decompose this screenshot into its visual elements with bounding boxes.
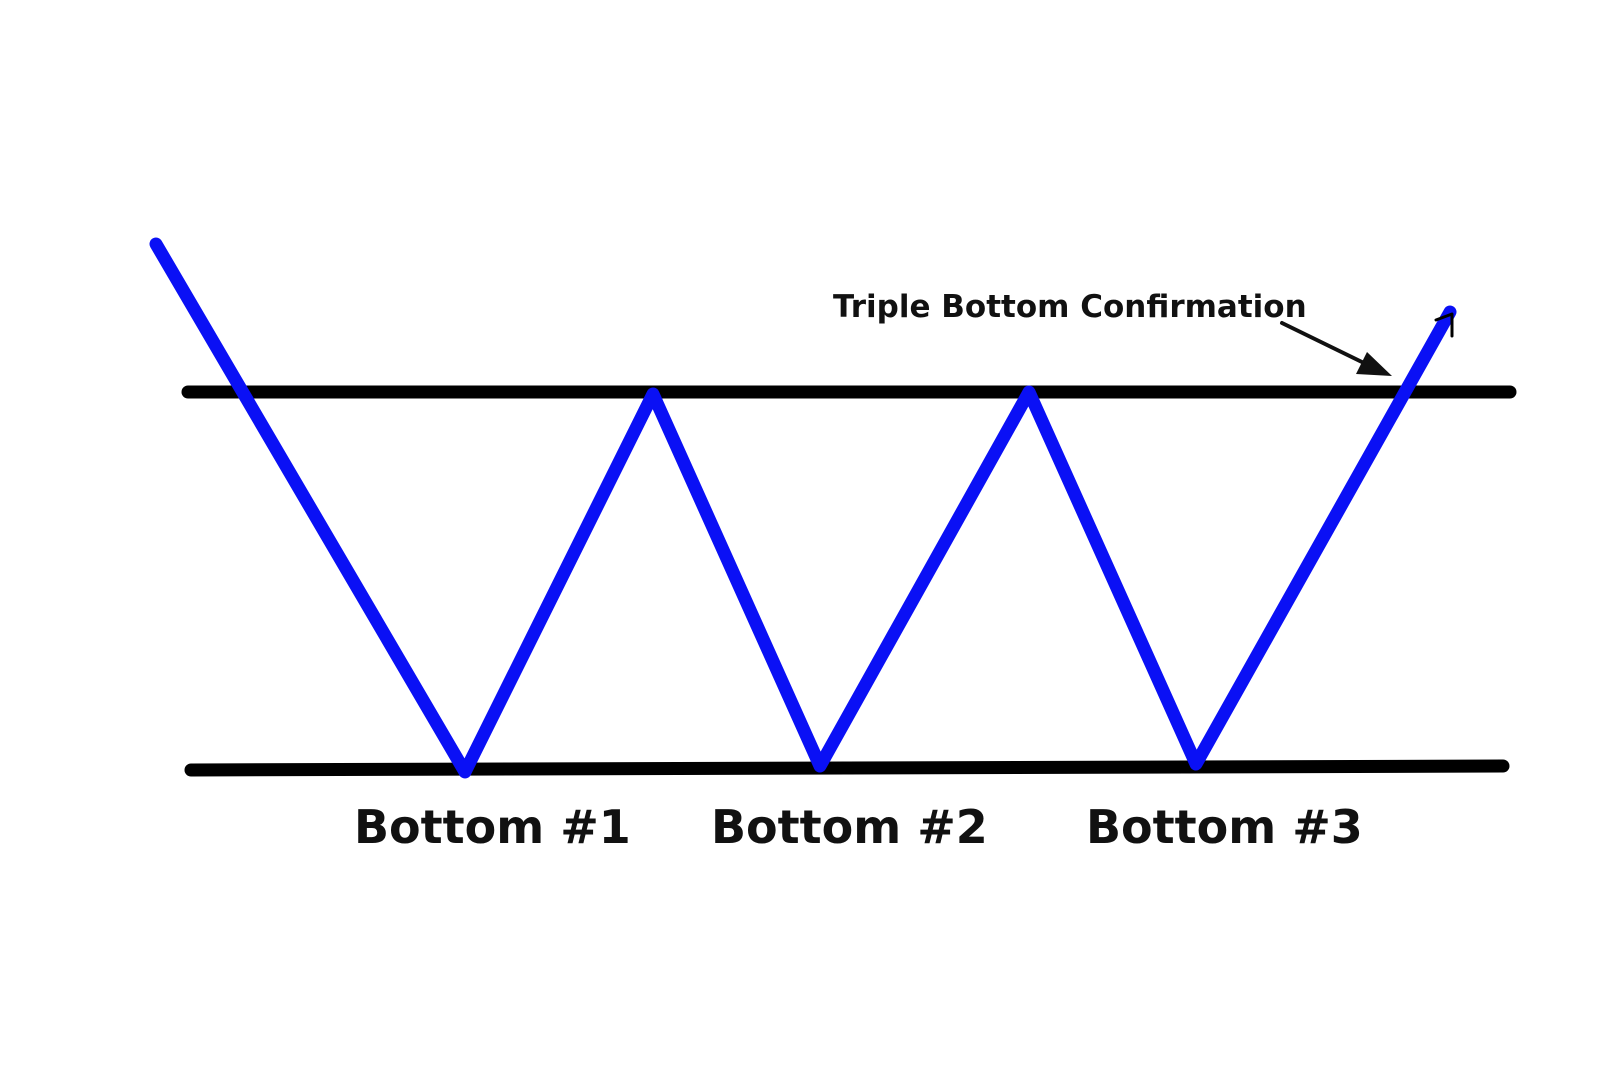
annotation-arrow-shaft <box>1280 321 1368 366</box>
bottom-2-label: Bottom #2 <box>711 800 988 854</box>
price-path-arrowhead <box>1434 312 1454 338</box>
confirmation-annotation: Triple Bottom Confirmation <box>833 289 1307 325</box>
price-path <box>149 237 1457 779</box>
annotation-arrow-head <box>1356 352 1392 376</box>
support-line <box>184 759 1510 777</box>
bottom-3-label: Bottom #3 <box>1086 800 1363 854</box>
bottom-1-label: Bottom #1 <box>354 800 631 854</box>
